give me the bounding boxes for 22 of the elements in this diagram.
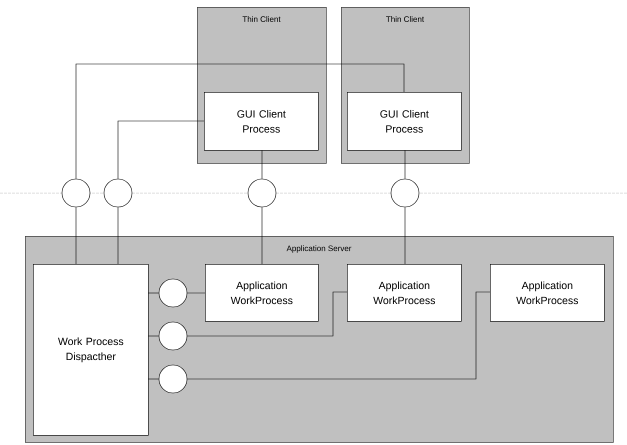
connector-circle xyxy=(104,178,132,208)
connector-circle xyxy=(248,178,276,208)
process-box: Work Process Dispacther xyxy=(33,264,149,436)
connector-line xyxy=(148,378,159,380)
connector-line xyxy=(148,292,159,294)
connector-line xyxy=(118,120,204,179)
connector-line xyxy=(187,292,206,294)
connector-circle xyxy=(390,178,420,208)
connector-line xyxy=(404,150,406,179)
process-box: GUI Client Process xyxy=(347,92,462,151)
connector-circle xyxy=(62,178,90,208)
connector-circle xyxy=(158,278,188,308)
connector-circle xyxy=(158,364,188,394)
connector-line xyxy=(76,64,404,179)
process-box: GUI Client Process xyxy=(204,92,319,151)
connector-line xyxy=(187,292,490,380)
connector-circle xyxy=(158,322,188,350)
connector-line xyxy=(404,207,406,264)
process-box: Application WorkProcess xyxy=(347,264,462,322)
process-box: Application WorkProcess xyxy=(490,264,605,322)
connector-line xyxy=(187,292,348,336)
process-box: Application WorkProcess xyxy=(205,264,319,322)
